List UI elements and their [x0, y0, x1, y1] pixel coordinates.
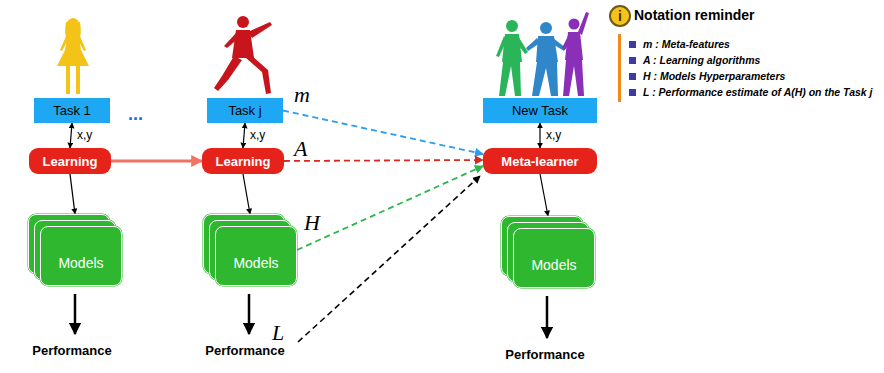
- task-box: Task j: [207, 98, 283, 123]
- edge-label: x,y: [545, 129, 562, 142]
- person-silhouette: [496, 20, 528, 96]
- node-text: Models: [531, 257, 576, 273]
- connector-arrow: [111, 160, 202, 163]
- ellipsis: ...: [128, 104, 143, 125]
- node-text: Task j: [228, 103, 261, 118]
- legend-text: A : Learning algorithms: [643, 54, 760, 66]
- learning-box: Learning: [29, 148, 111, 174]
- notation-symbol: L: [270, 322, 286, 344]
- dashed-arrow: [284, 160, 483, 161]
- connector-arrow: [70, 174, 75, 214]
- notation-bar: [618, 34, 621, 102]
- legend-swatch: [629, 41, 636, 48]
- node-text: Models: [58, 255, 103, 271]
- legend-title: Notation reminder: [634, 7, 755, 23]
- legend-item: m : Meta-features: [629, 38, 730, 50]
- legend-swatch: [629, 89, 636, 96]
- node-text: Task 1: [53, 103, 91, 118]
- model-card: Models: [40, 226, 122, 286]
- result-arrow: [248, 294, 251, 334]
- edge-label: x,y: [249, 129, 266, 142]
- learning-box: Learning: [202, 148, 284, 174]
- legend-text: m : Meta-features: [643, 38, 730, 50]
- dashed-arrow: [297, 166, 483, 250]
- person-silhouette: [562, 12, 589, 96]
- node-text: Models: [233, 255, 278, 271]
- result-arrow: [74, 294, 77, 334]
- person-silhouette: [57, 18, 89, 94]
- person-silhouette: [526, 22, 566, 96]
- legend-swatch: [629, 73, 636, 80]
- node-text: Learning: [216, 154, 271, 169]
- legend-item: A : Learning algorithms: [629, 54, 760, 66]
- models-stack: Models: [501, 216, 595, 288]
- models-stack: Models: [28, 214, 122, 286]
- connector-arrow: [540, 174, 548, 216]
- performance-label: Performance: [505, 347, 584, 362]
- info-icon: i: [609, 5, 631, 27]
- dashed-arrow: [283, 111, 483, 155]
- performance-label: Performance: [205, 343, 284, 358]
- result-arrow: [546, 296, 549, 338]
- legend-item: L : Performance estimate of A(H) on the …: [629, 86, 873, 98]
- connector-arrow: [243, 174, 250, 214]
- notation-symbol: H: [302, 212, 322, 234]
- person-silhouette: [214, 16, 272, 94]
- node-text: New Task: [512, 103, 568, 118]
- meta-learner-box: Meta-learner: [483, 148, 597, 174]
- node-text: Learning: [43, 154, 98, 169]
- task-box: Task 1: [34, 98, 110, 123]
- legend-swatch: [629, 57, 636, 64]
- performance-label: Performance: [32, 343, 111, 358]
- connector-arrow: [243, 123, 245, 148]
- notation-symbol: A: [292, 138, 309, 160]
- dashed-arrow: [298, 176, 480, 342]
- node-text: Meta-learner: [501, 154, 578, 169]
- connector-arrow: [70, 123, 72, 148]
- models-stack: Models: [203, 214, 297, 286]
- edge-label: x,y: [76, 129, 93, 142]
- legend-text: H : Models Hyperparameters: [643, 70, 785, 82]
- model-card: Models: [513, 228, 595, 288]
- task-box: New Task: [483, 98, 597, 123]
- legend-text: L : Performance estimate of A(H) on the …: [643, 86, 873, 98]
- legend-item: H : Models Hyperparameters: [629, 70, 785, 82]
- connector-arrow: [539, 123, 540, 148]
- notation-symbol: m: [292, 84, 312, 106]
- model-card: Models: [215, 226, 297, 286]
